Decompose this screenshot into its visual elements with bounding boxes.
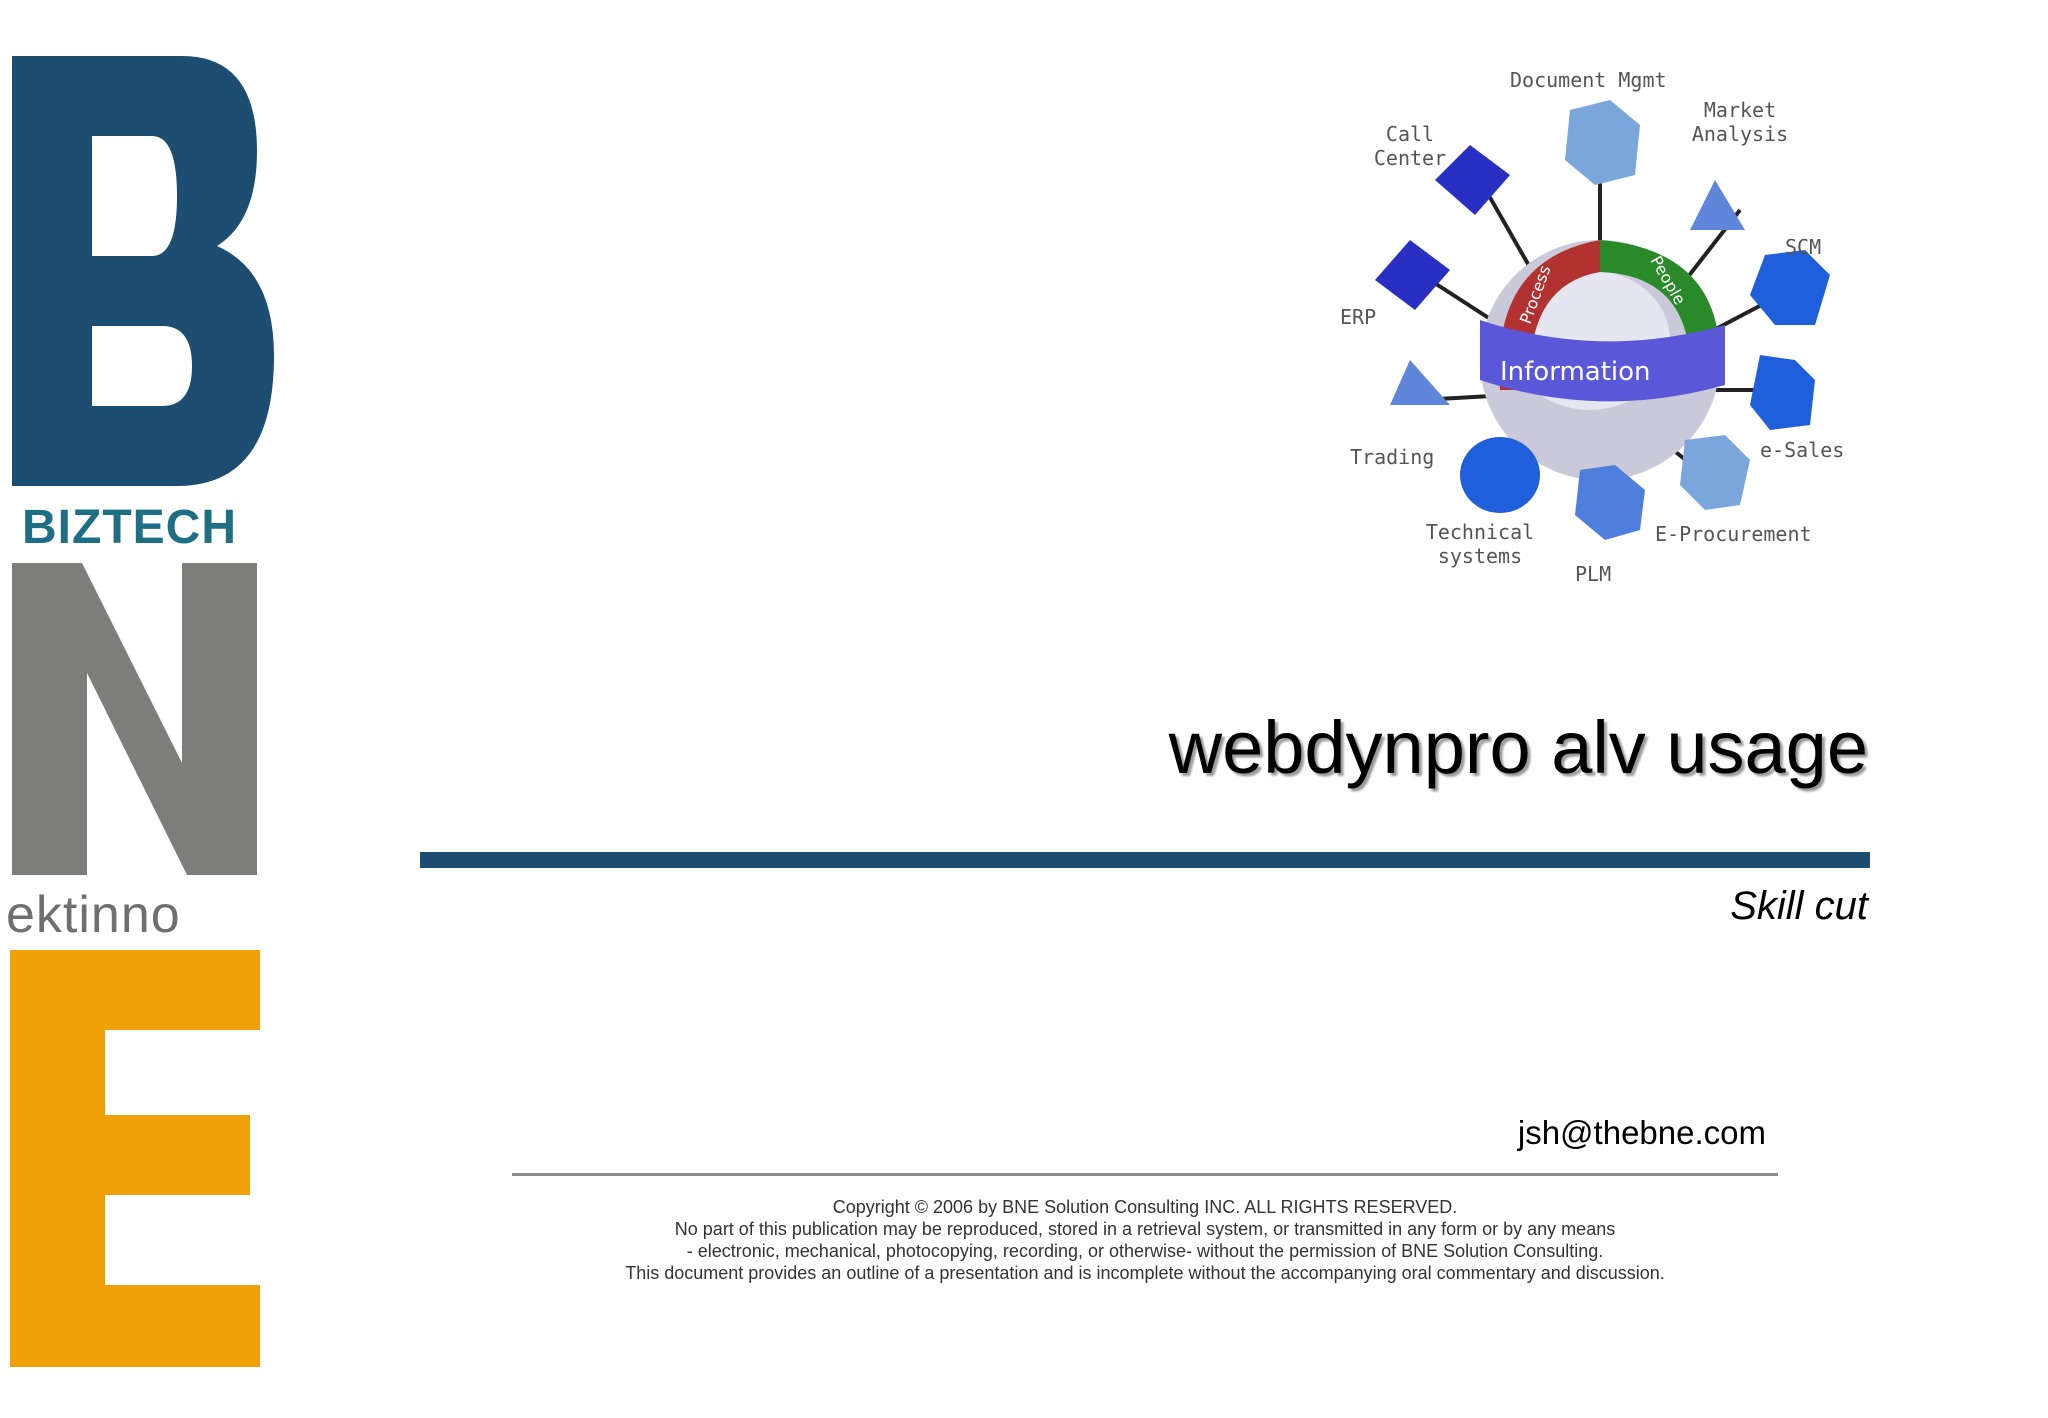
node-label-call-center: Call Center xyxy=(1373,122,1447,170)
node-label-trading: Trading xyxy=(1350,445,1435,469)
copyright-line: - electronic, mechanical, photocopying, … xyxy=(686,1241,1604,1261)
node-label-market-analysis: Market Analysis xyxy=(1691,98,1789,146)
enterprise-diagram: Information Process People Document Mgmt… xyxy=(1340,60,1860,600)
diagram-graphic: Information Process People xyxy=(1375,100,1830,540)
node-e-procurement-shape xyxy=(1680,435,1750,510)
logo-sub-brand-ektinno: ektinno xyxy=(6,886,181,944)
node-label-plm: PLM xyxy=(1575,562,1612,586)
node-scm-shape xyxy=(1750,250,1830,325)
logo-letter-b xyxy=(12,56,274,486)
slide-subtitle: Skill cut xyxy=(1730,884,1868,928)
copyright-notice: Copyright © 2006 by BNE Solution Consult… xyxy=(512,1196,1778,1284)
node-document-mgmt-shape xyxy=(1565,100,1640,185)
node-call-center-shape xyxy=(1435,145,1510,215)
node-erp-shape xyxy=(1375,240,1450,310)
ring-label-information: Information xyxy=(1500,357,1651,387)
node-market-analysis-shape xyxy=(1690,180,1745,230)
node-label-technical-systems: Technical systems xyxy=(1425,520,1535,568)
logo-letter-n xyxy=(12,563,257,875)
node-label-e-procurement: E-Procurement xyxy=(1655,522,1812,546)
copyright-line: No part of this publication may be repro… xyxy=(674,1219,1616,1239)
logo-sub-brand-biztech: BIZTECH xyxy=(22,501,237,554)
copyright-line: Copyright © 2006 by BNE Solution Consult… xyxy=(832,1197,1458,1217)
node-label-erp: ERP xyxy=(1340,305,1377,329)
node-trading-shape xyxy=(1390,360,1450,405)
footer-divider xyxy=(512,1173,1778,1176)
node-plm-shape xyxy=(1575,465,1645,540)
title-divider xyxy=(420,852,1870,868)
node-technical-systems-shape xyxy=(1460,437,1540,513)
node-label-e-sales: e-Sales xyxy=(1760,438,1845,462)
copyright-line: This document provides an outline of a p… xyxy=(625,1263,1665,1283)
node-e-sales-shape xyxy=(1750,355,1815,430)
node-label-scm: SCM xyxy=(1785,235,1822,259)
slide-title: webdynpro alv usage xyxy=(1168,706,1868,789)
node-label-document-mgmt: Document Mgmt xyxy=(1510,68,1667,92)
logo-letter-e xyxy=(10,950,260,1367)
contact-email: jsh@thebne.com xyxy=(1517,1114,1766,1151)
